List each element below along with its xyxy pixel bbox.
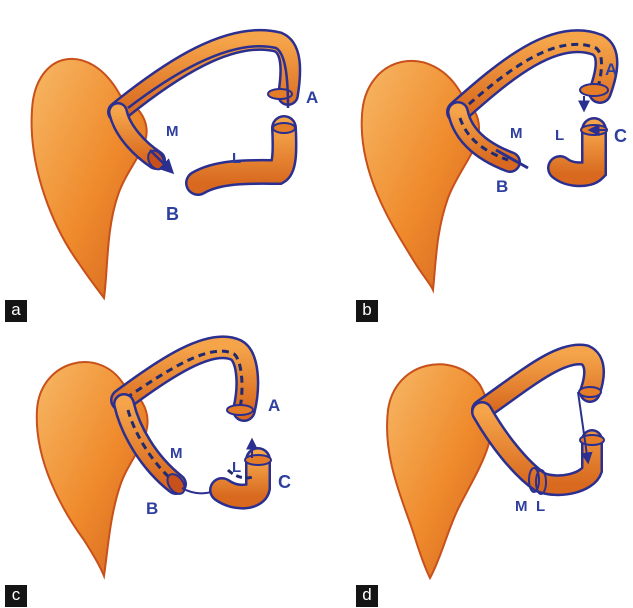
panel-tag-d: d (356, 585, 378, 607)
panel-b-label-b: B (496, 177, 508, 196)
panel-d-label-m: M (515, 498, 528, 515)
panel-b-label-m: M (510, 125, 523, 142)
panel-b-label-a: A (605, 60, 617, 79)
panel-tag-c: c (5, 585, 27, 607)
panel-b-label-l: L (555, 127, 564, 144)
panel-a: A M L B (32, 40, 319, 298)
panel-a-label-a: A (306, 88, 318, 107)
panel-c-label-m: M (170, 445, 183, 462)
panel-b: A M L C B (362, 41, 627, 290)
panel-d: M L (387, 354, 604, 578)
panel-b-stump-a (580, 84, 608, 96)
panel-c-label-c: C (278, 472, 291, 492)
panel-b-label-c: C (614, 126, 627, 146)
panel-c: A M L C B (37, 347, 291, 576)
panel-a-label-m: M (166, 123, 179, 140)
panel-c-label-a: A (268, 396, 280, 415)
panel-d-organ-body (387, 364, 492, 578)
panel-tag-a: a (5, 300, 27, 322)
panel-d-stump-top (579, 387, 601, 397)
panel-c-stump-a (227, 405, 253, 415)
panel-tag-b: b (356, 300, 378, 322)
panel-c-label-l: L (232, 459, 241, 476)
panel-a-label-l: L (232, 150, 241, 167)
panel-c-label-b: B (146, 499, 158, 518)
panel-a-segment-l-end (273, 123, 295, 133)
panel-d-label-l: L (536, 498, 545, 515)
panel-a-label-b: B (166, 204, 179, 224)
panel-c-segment-l-end (245, 455, 271, 465)
